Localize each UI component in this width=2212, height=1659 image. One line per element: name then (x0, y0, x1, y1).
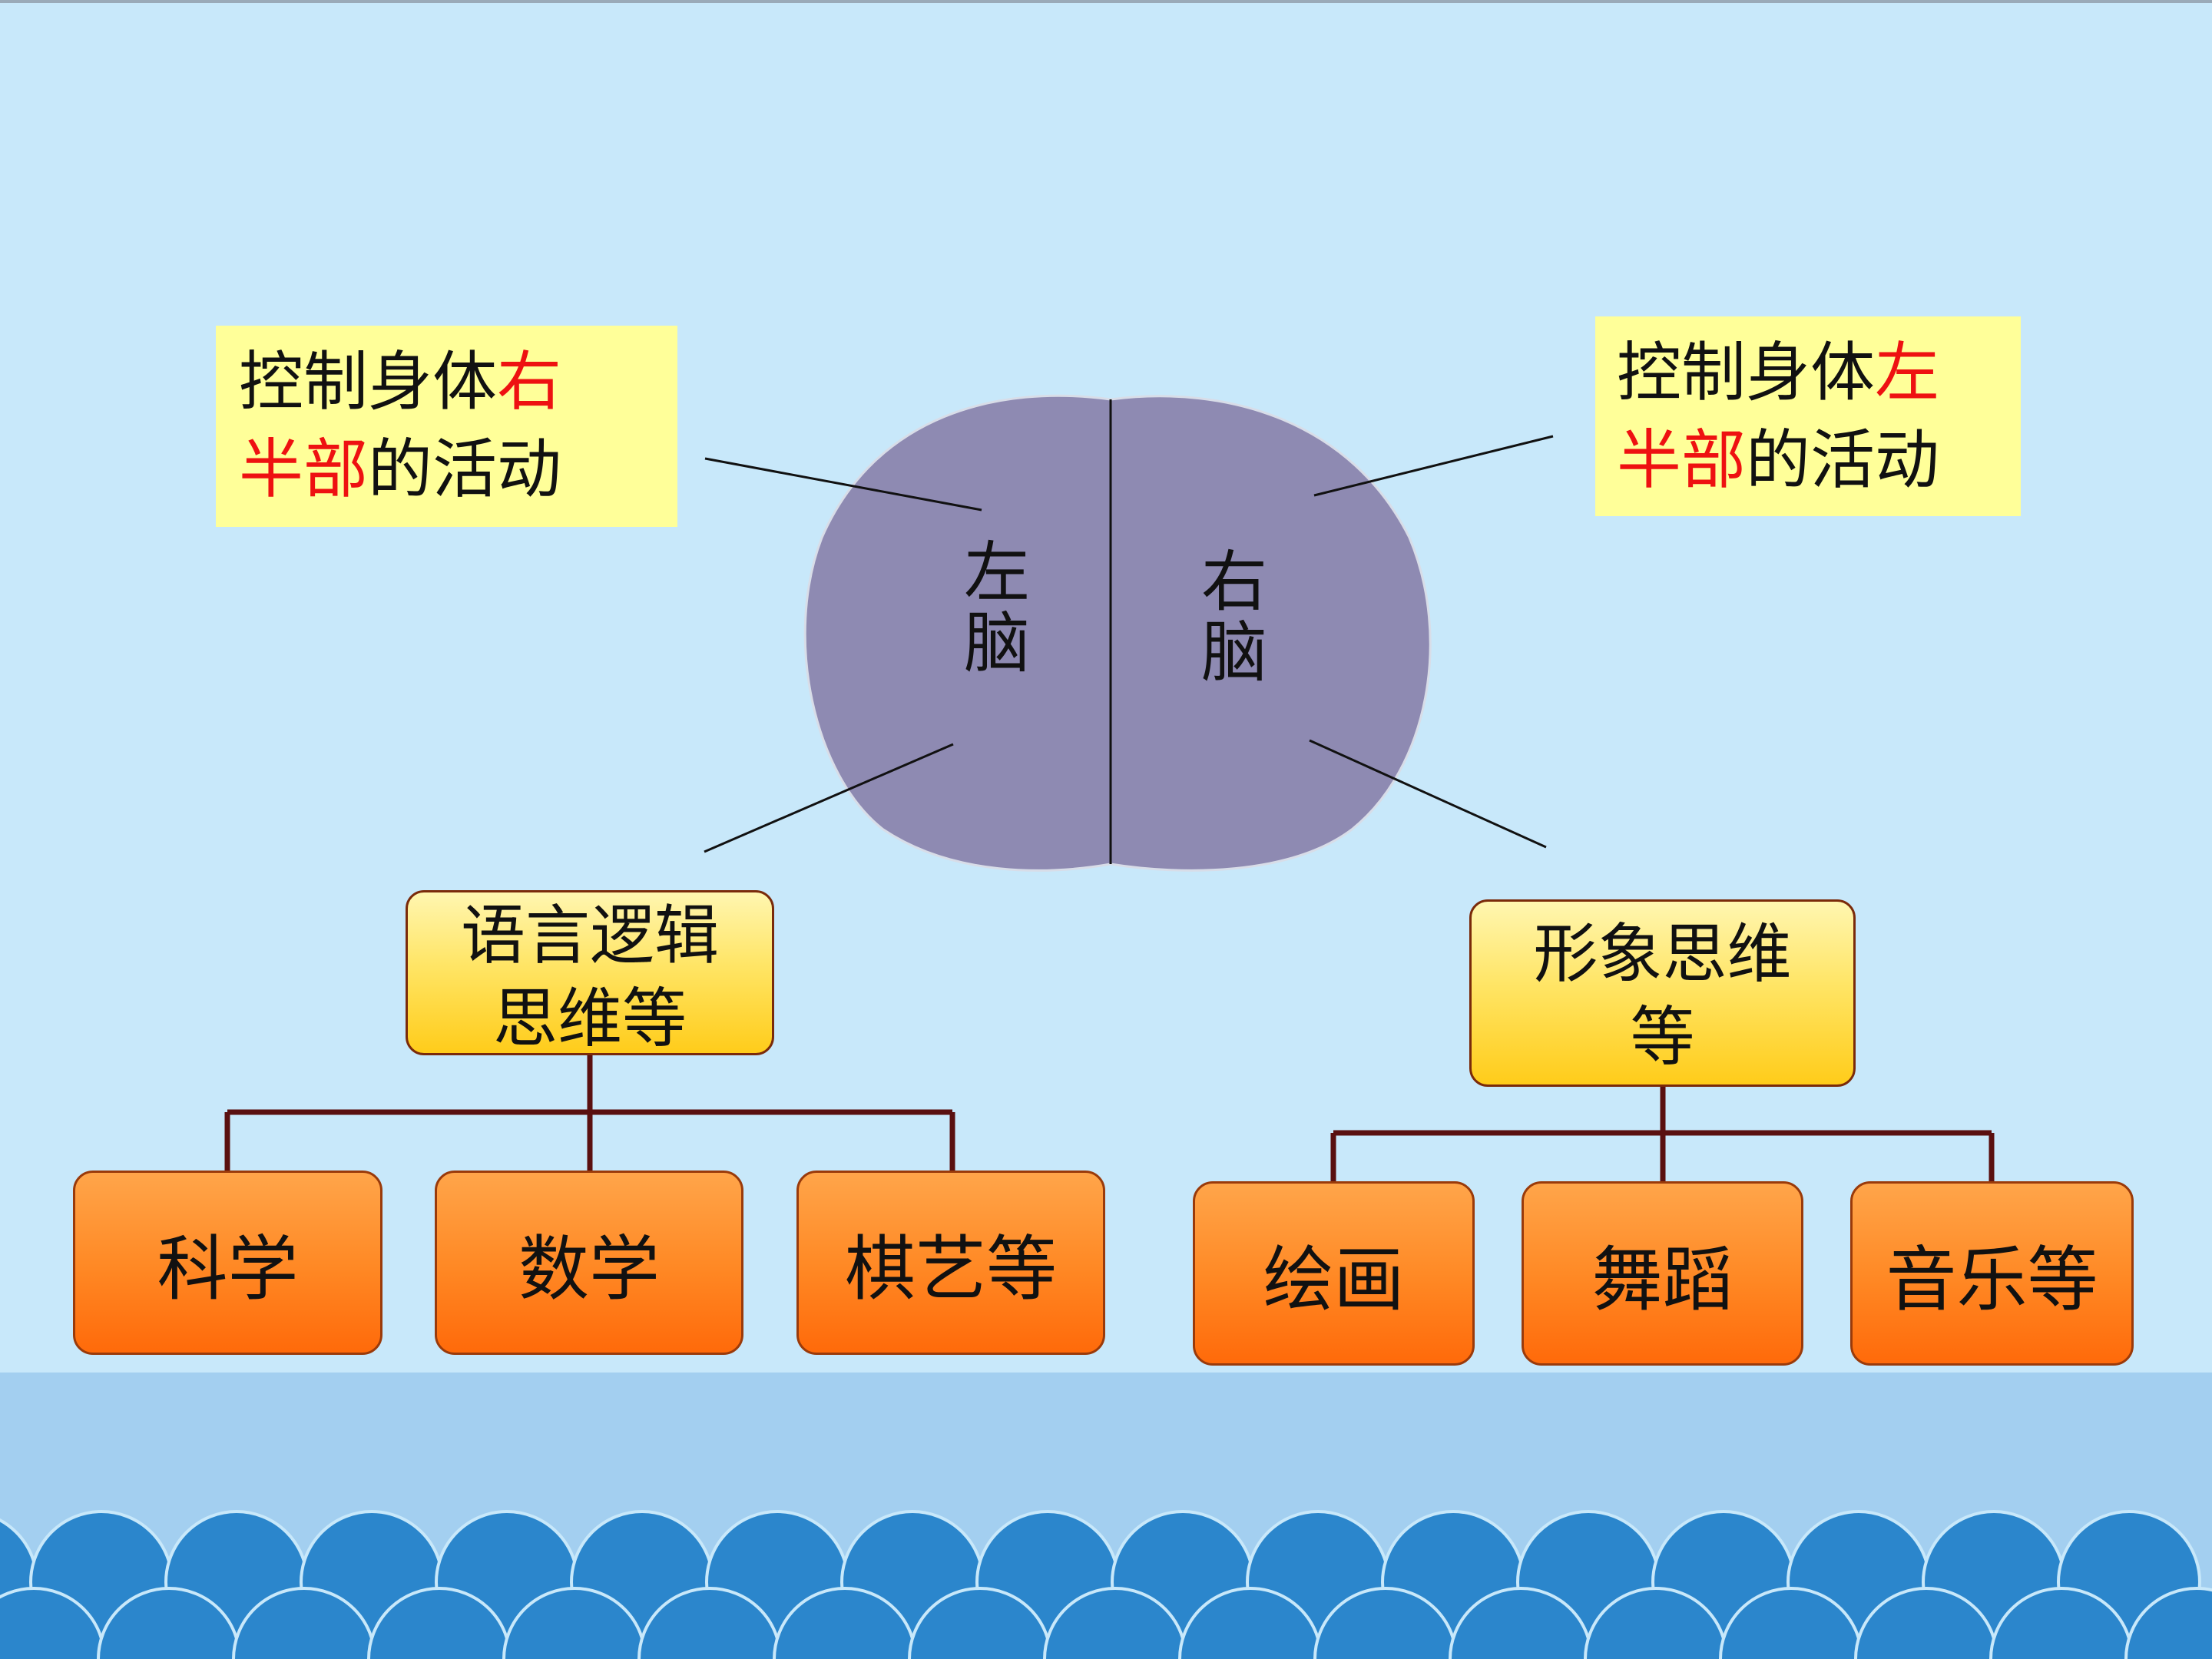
right-hemisphere (1109, 395, 1432, 872)
wave-scallop (0, 1587, 106, 1659)
thinking-box-left: 语言逻辑 思维等 (406, 890, 774, 1056)
activity-box-science: 科学 (73, 1171, 382, 1355)
pointer-left-callout (704, 457, 982, 512)
thinking-right-line1: 形象思维 (1533, 916, 1792, 992)
wave-scallop (1584, 1587, 1728, 1659)
activity-box-music: 音乐等 (1850, 1181, 2134, 1366)
wave-scallop (1854, 1587, 1998, 1659)
callout-left-text-2: 的活动 (368, 432, 562, 507)
wave-scallop (1719, 1587, 1863, 1659)
wave-scallop (773, 1587, 917, 1659)
tree-connector-left (224, 1055, 955, 1171)
activity-box-math: 数学 (435, 1171, 743, 1355)
wave-scallop (1043, 1587, 1187, 1659)
activity-box-chess: 棋艺等 (796, 1171, 1105, 1355)
callout-right-text: 控制身体 (1617, 335, 1876, 410)
callout-left-text: 控制身体 (239, 344, 498, 419)
wave-scallop (1989, 1587, 2134, 1659)
callout-left-brain-controls-right-body: 控制身体右 半部的活动 (216, 326, 677, 527)
left-hemisphere (803, 394, 1112, 872)
wave-scallop (232, 1587, 376, 1659)
callout-left-highlight-2: 半部 (239, 432, 369, 507)
wave-scallop (1449, 1587, 1593, 1659)
callout-right-highlight: 左 (1875, 335, 1940, 410)
wave-scallop (1178, 1587, 1323, 1659)
thinking-box-right: 形象思维 等 (1469, 899, 1856, 1087)
tree-connector-right (1330, 1087, 1995, 1181)
left-brain-label-line2: 脑 (964, 605, 1030, 682)
callout-left-highlight: 右 (497, 344, 562, 419)
callout-right-brain-controls-left-body: 控制身体左 半部的活动 (1595, 316, 2021, 516)
wave-scallop (637, 1587, 782, 1659)
callout-right-highlight-2: 半部 (1617, 422, 1747, 498)
pointer-left-thinking (704, 743, 954, 853)
wave-row-front (0, 1587, 2212, 1659)
wave-scallop (502, 1587, 647, 1659)
wave-scallop (908, 1587, 1052, 1659)
callout-right-text-2: 的活动 (1746, 422, 1940, 498)
left-brain-label: 左 脑 (959, 538, 1035, 679)
pointer-right-callout (1313, 435, 1554, 497)
wave-scallop (2124, 1587, 2212, 1659)
right-brain-label-line1: 右 (1201, 544, 1267, 621)
thinking-left-line1: 语言逻辑 (460, 898, 719, 973)
wave-scallop (1313, 1587, 1458, 1659)
brain-shape (803, 394, 1432, 872)
right-brain-label-line2: 脑 (1201, 614, 1267, 691)
wave-scallop (97, 1587, 241, 1659)
activity-box-painting: 绘画 (1193, 1181, 1475, 1366)
right-brain-label: 右 脑 (1196, 547, 1273, 688)
wave-scallop (367, 1587, 512, 1659)
pointer-right-thinking (1309, 739, 1547, 849)
thinking-right-line2: 等 (1630, 999, 1695, 1075)
activity-box-dance: 舞蹈 (1522, 1181, 1803, 1366)
top-border (0, 0, 2212, 3)
thinking-left-line2: 思维等 (492, 981, 687, 1056)
left-brain-label-line1: 左 (964, 535, 1030, 611)
